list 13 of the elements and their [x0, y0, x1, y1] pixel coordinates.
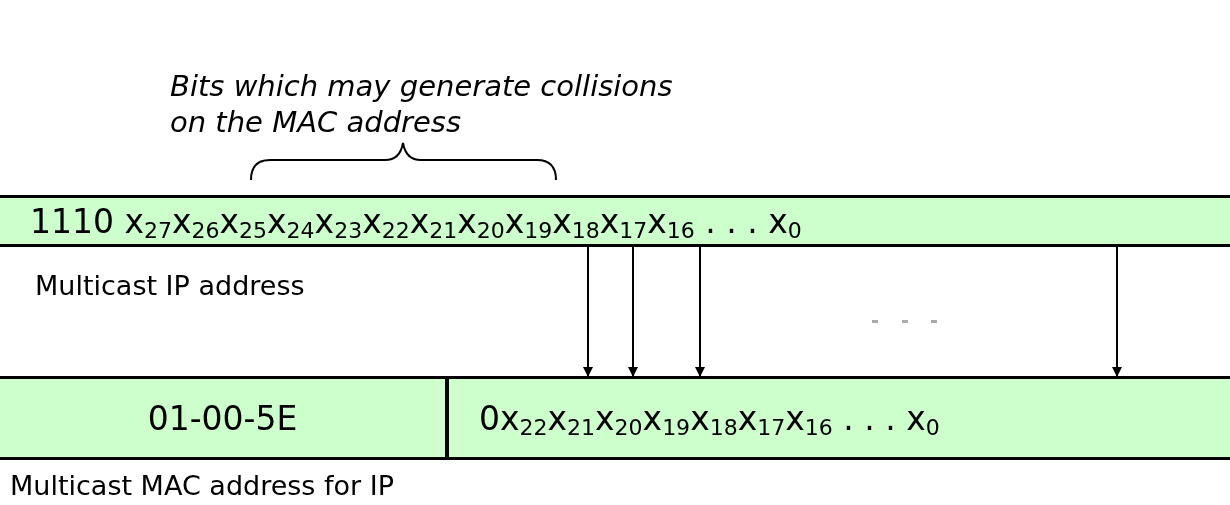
caption-text: Bits which may generate collisions on the MAC address: [170, 68, 674, 140]
address-field: [0, 195, 1230, 247]
field-caption: Multicast IP address: [35, 269, 305, 303]
arrow: [583, 246, 593, 377]
arrow: [1112, 246, 1122, 377]
address-field: [0, 376, 448, 460]
arrow: [628, 246, 638, 377]
address-text: 1110 x$_{27}$x$_{26}$x$_{25}$x$_{24}$x$_{23}$x$_{22}$x$_{21}$x$_{20}$x$_{19}$x$_{18}$x$_{17}$x$_{16}$ . . . x$_{0}$: [30, 204, 802, 238]
address-field: [446, 376, 1230, 460]
address-text: 01-00-5E: [147, 401, 298, 435]
field-caption: Multicast MAC address for IP: [10, 469, 394, 503]
address-text: 0x$_{22}$x$_{21}$x$_{20}$x$_{19}$x$_{18}$x$_{17}$x$_{16}$ . . . x$_{0}$: [479, 401, 940, 435]
arrow: [695, 246, 705, 377]
